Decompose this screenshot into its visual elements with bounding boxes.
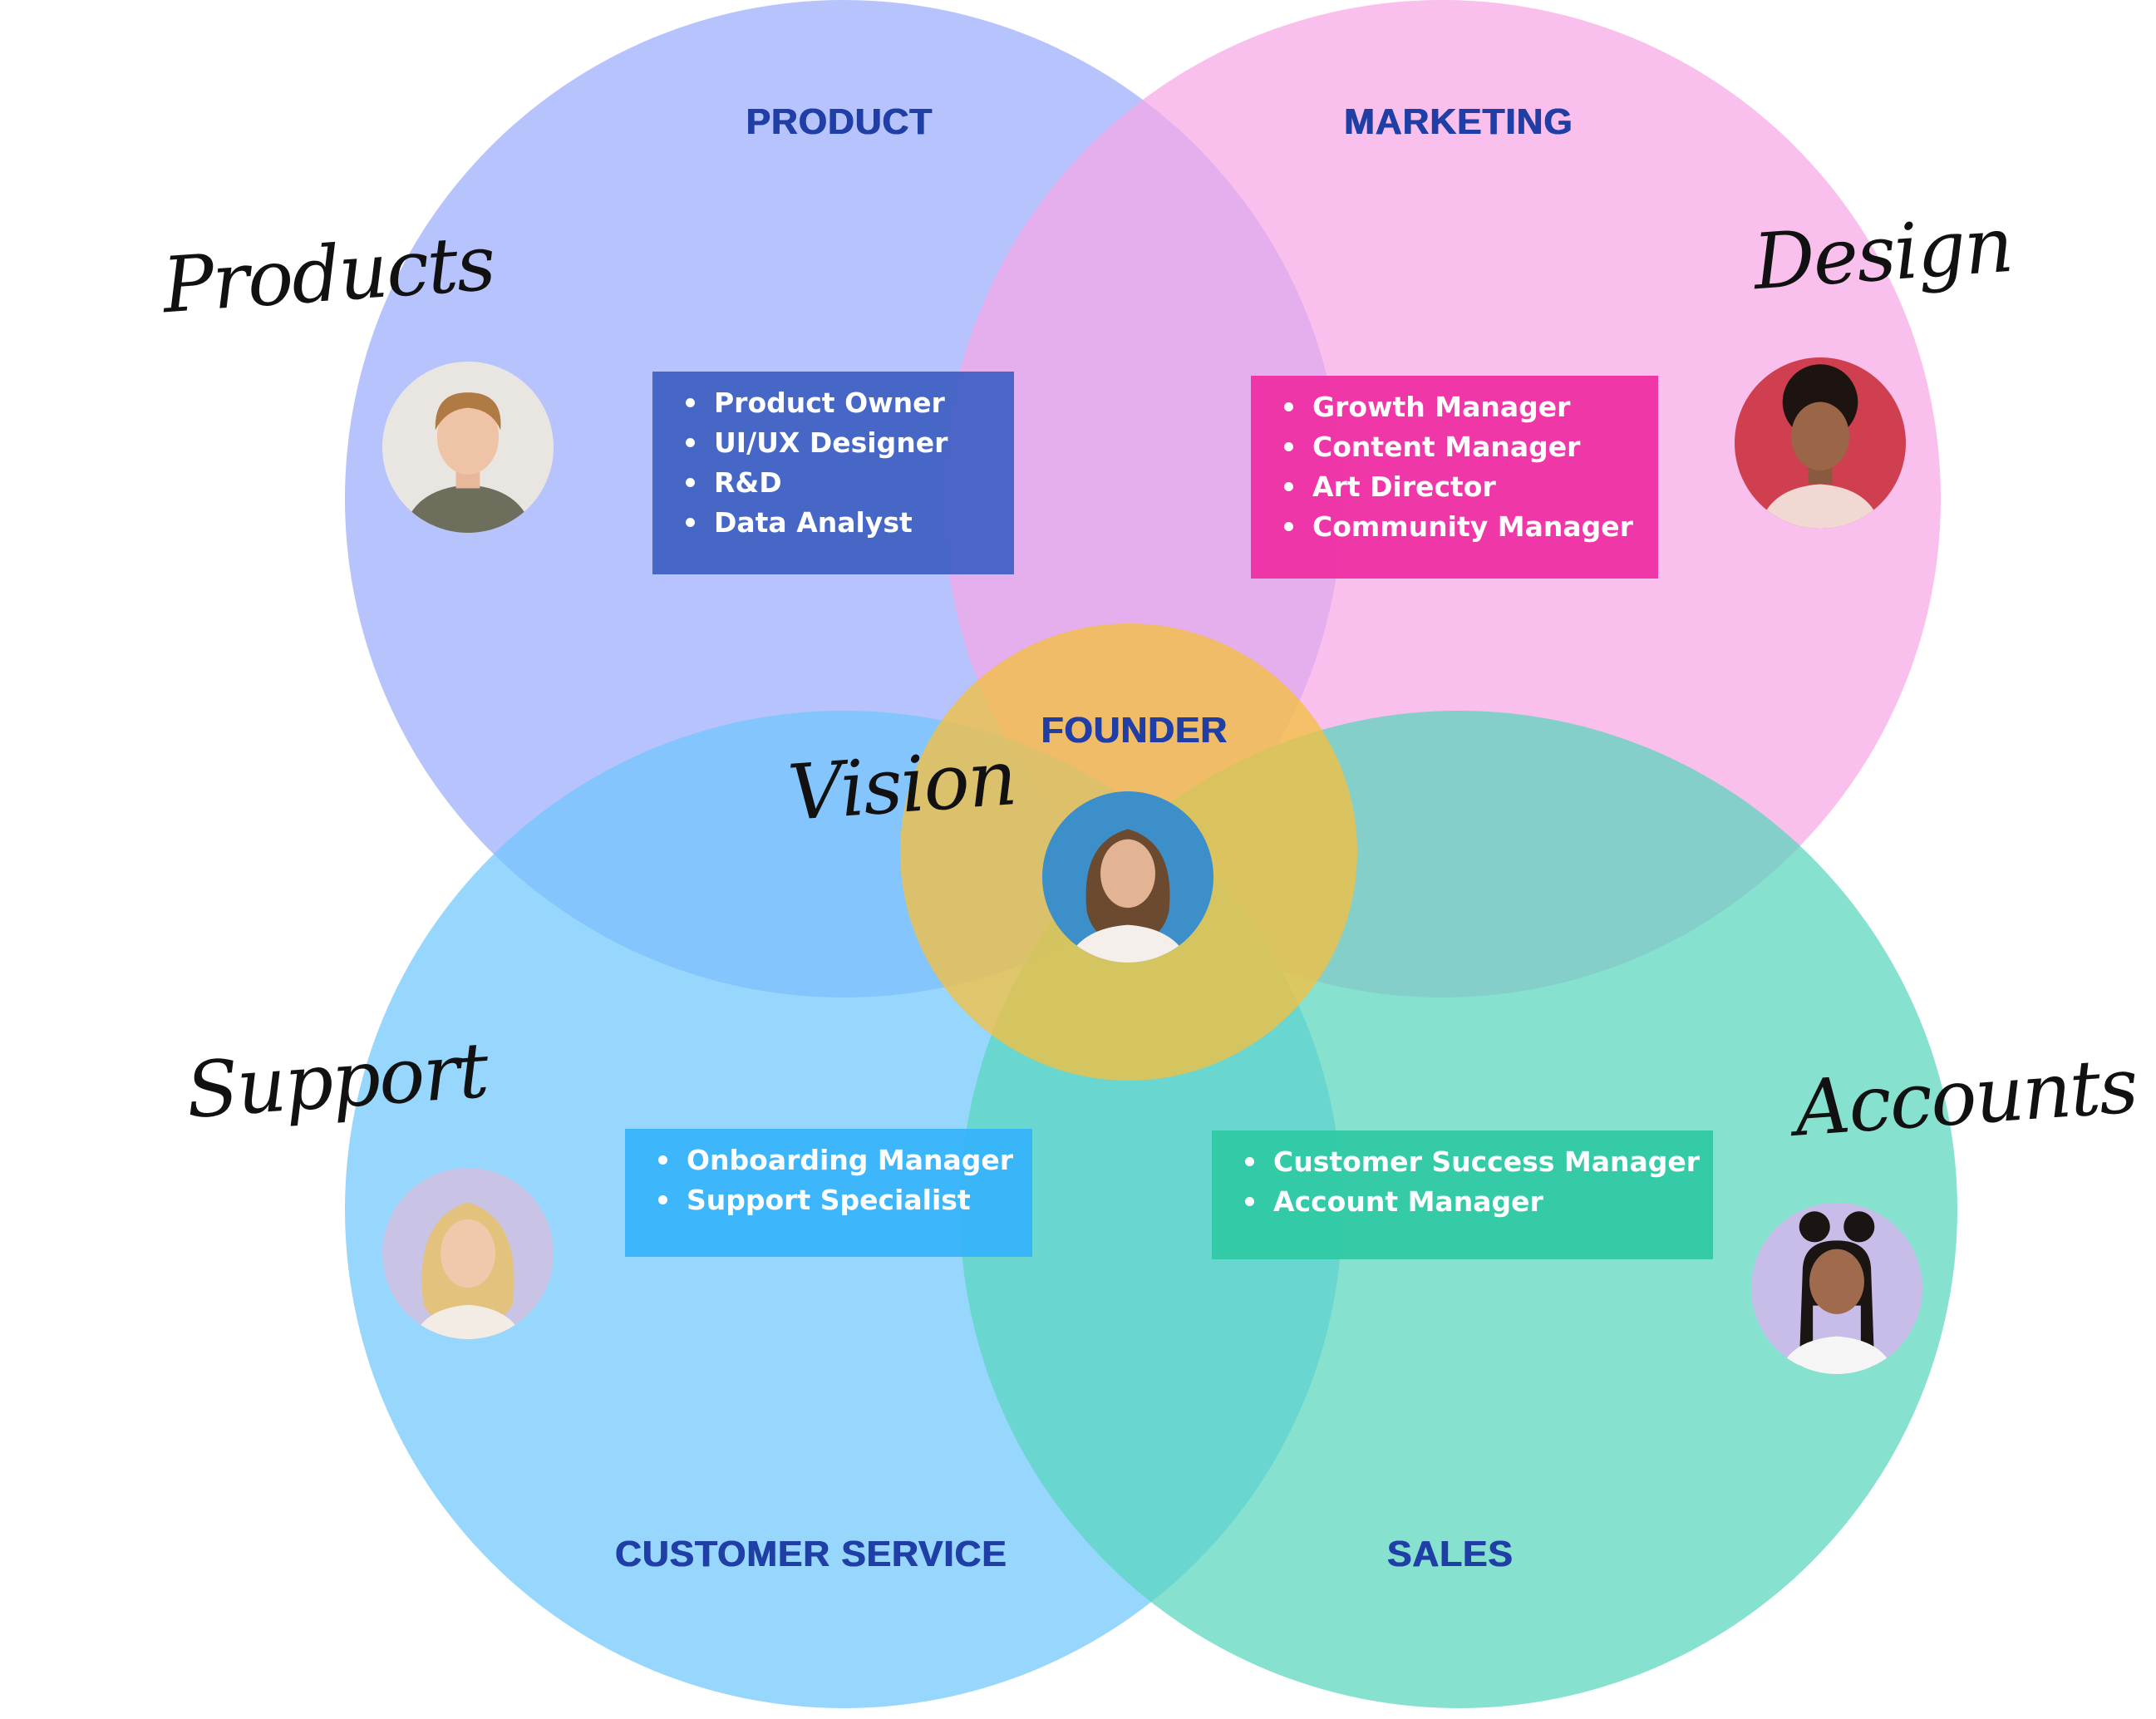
list-item: Growth Manager	[1284, 387, 1640, 427]
vision-script-label: Vision	[785, 733, 1019, 838]
list-item: Customer Success Manager	[1245, 1142, 1700, 1182]
product-avatar	[382, 362, 554, 533]
sales-roles-box: Customer Success Manager Account Manager	[1212, 1130, 1713, 1259]
person-avatar-icon	[1042, 791, 1213, 963]
sales-roles-list: Customer Success Manager Account Manager	[1245, 1142, 1700, 1222]
list-item: UI/UX Designer	[686, 423, 996, 463]
marketing-avatar	[1735, 357, 1906, 529]
founder-label: FOUNDER	[1041, 710, 1228, 751]
list-item: Data Analyst	[686, 503, 996, 543]
list-item: Community Manager	[1284, 507, 1640, 547]
founder-avatar	[1042, 791, 1213, 963]
design-script-label: Design	[1750, 199, 2015, 308]
product-roles-box: Product Owner UI/UX Designer R&D Data An…	[652, 372, 1014, 574]
person-avatar-icon	[382, 362, 554, 533]
marketing-roles-box: Growth Manager Content Manager Art Direc…	[1251, 376, 1658, 579]
sales-label: SALES	[1387, 1534, 1514, 1574]
marketing-label: MARKETING	[1344, 101, 1573, 142]
customer-service-label: CUSTOMER SERVICE	[615, 1534, 1007, 1574]
marketing-roles-list: Growth Manager Content Manager Art Direc…	[1284, 387, 1640, 547]
list-item: Account Manager	[1245, 1182, 1695, 1222]
sales-avatar	[1751, 1203, 1922, 1374]
list-item: Product Owner	[686, 383, 996, 423]
list-item: Art Director	[1284, 467, 1640, 507]
product-label: PRODUCT	[746, 101, 933, 142]
list-item: Onboarding Manager	[658, 1140, 1014, 1180]
person-avatar-icon	[1751, 1203, 1922, 1374]
product-roles-list: Product Owner UI/UX Designer R&D Data An…	[686, 383, 996, 543]
list-item: R&D	[686, 463, 996, 503]
list-item: Support Specialist	[658, 1180, 1014, 1220]
person-avatar-icon	[382, 1168, 554, 1339]
customer-service-roles-list: Onboarding Manager Support Specialist	[658, 1140, 1014, 1220]
person-avatar-icon	[1735, 357, 1906, 529]
list-item: Content Manager	[1284, 427, 1640, 467]
customer-service-roles-box: Onboarding Manager Support Specialist	[625, 1129, 1032, 1257]
customer-service-avatar	[382, 1168, 554, 1339]
